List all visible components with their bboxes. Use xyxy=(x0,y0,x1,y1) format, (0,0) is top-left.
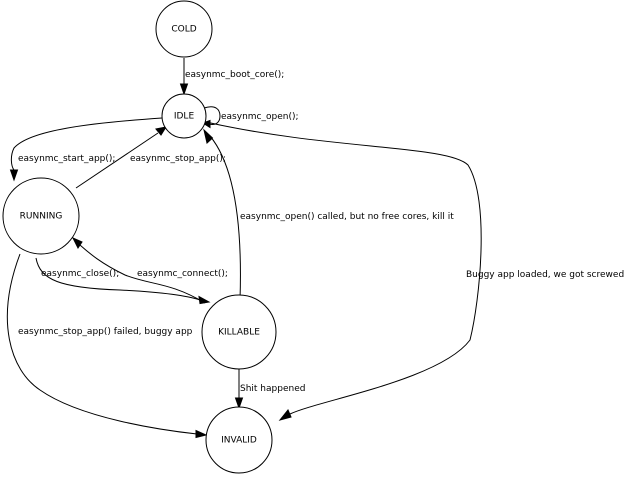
label-idle-running: easynmc_start_app(); xyxy=(18,154,115,164)
label-killable-idle: easynmc_open() called, but no free cores… xyxy=(240,212,454,222)
label-running-idle: easynmc_stop_app(); xyxy=(130,154,226,164)
label-idle-idle: easynmc_open(); xyxy=(221,112,299,122)
label-running-killable: easynmc_close(); xyxy=(41,269,119,279)
state-idle: IDLE xyxy=(161,93,207,139)
edge-killable-to-invalid xyxy=(234,368,244,410)
state-cold: COLD xyxy=(155,0,213,58)
label-running-invalid: easynmc_stop_app() failed, buggy app xyxy=(18,327,193,337)
state-killable-label: KILLABLE xyxy=(218,328,260,338)
edge-cold-to-idle xyxy=(179,58,189,96)
edge-idle-to-invalid xyxy=(205,121,482,421)
state-killable: KILLABLE xyxy=(201,294,277,370)
edge-running-to-invalid xyxy=(6,253,208,439)
state-idle-label: IDLE xyxy=(174,112,195,122)
edge-killable-to-running xyxy=(71,236,206,304)
label-cold-idle: easynmc_boot_core(); xyxy=(185,70,284,80)
label-idle-invalid: Buggy app loaded, we got screwed xyxy=(466,270,624,280)
state-invalid: INVALID xyxy=(205,406,273,474)
state-cold-label: COLD xyxy=(171,25,196,35)
edge-running-to-killable xyxy=(35,257,211,305)
label-killable-running: easynmc_connect(); xyxy=(137,269,228,279)
state-running-label: RUNNING xyxy=(20,212,63,222)
edge-idle-to-running xyxy=(9,117,163,182)
state-invalid-label: INVALID xyxy=(221,436,257,446)
label-killable-invalid: Shit happened xyxy=(240,384,305,394)
state-running: RUNNING xyxy=(2,177,80,255)
edge-killable-to-idle xyxy=(203,128,241,301)
edge-running-to-idle xyxy=(75,126,168,189)
